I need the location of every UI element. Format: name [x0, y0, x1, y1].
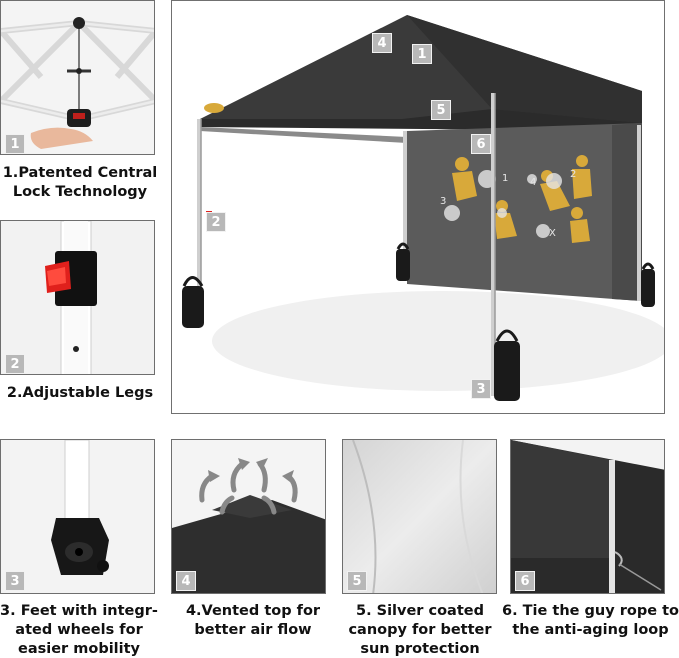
feature-panel-wheeled-feet: 3 — [0, 439, 155, 594]
feature-caption-adjustable-legs: 2.Adjustable Legs — [6, 385, 154, 401]
wheeled-foot-icon — [1, 440, 154, 593]
feature-panel-guy-rope: 6 — [510, 439, 665, 594]
feature-number-badge: 2 — [5, 354, 25, 374]
main-callout-badge: 1 — [412, 44, 432, 64]
guy-rope-loop-icon — [511, 440, 664, 593]
feature-caption-silver-canopy: 5. Silver coated canopy for better sun p… — [348, 603, 492, 657]
feature-number-badge: 4 — [176, 571, 196, 591]
feature-number-badge: 1 — [5, 134, 25, 154]
feature-number-badge: 6 — [515, 571, 535, 591]
sidewall-number-2: 2 — [570, 169, 576, 180]
sidewall-number-1: 1 — [502, 173, 508, 184]
feature-caption-guy-rope: 6. Tie the guy rope to the anti-aging lo… — [502, 603, 679, 638]
sidewall-number-4: 4 — [530, 177, 536, 188]
main-callout-badge: 3 — [471, 379, 491, 399]
feature-caption-wheeled-feet: 3. Feet with integr-ated wheels for easi… — [0, 603, 158, 657]
vent-airflow-arrows-icon — [172, 440, 325, 593]
silver-fabric-icon — [343, 440, 496, 593]
main-callout-badge: 2 — [206, 212, 226, 232]
feature-panel-adjustable-legs: 2 — [0, 220, 155, 375]
main-callout-badge: 5 — [431, 100, 451, 120]
feature-number-badge: 5 — [347, 571, 367, 591]
feature-panel-vented-top: 4 — [171, 439, 326, 594]
sidewall-number-3: 3 — [440, 196, 446, 207]
feature-panel-central-lock: 1 — [0, 0, 155, 155]
main-callout-badge: 4 — [372, 33, 392, 53]
feature-panel-silver-canopy: 5 — [342, 439, 497, 594]
feature-caption-central-lock: 1.Patented Central Lock Technology — [2, 165, 158, 200]
pop-up-canopy-illustration: 1 4 2 3 X — [172, 1, 664, 413]
main-callout-badge: 6 — [471, 134, 491, 154]
central-lock-hub-icon — [1, 1, 154, 154]
feature-number-badge: 3 — [5, 571, 25, 591]
main-canopy-panel: 1 4 2 3 X 4 1 — [171, 0, 665, 414]
sidewall-number-x: X — [549, 228, 556, 239]
feature-caption-vented-top: 4.Vented top for better air flow — [185, 603, 321, 638]
red-leg-lock-button-icon — [1, 221, 154, 374]
